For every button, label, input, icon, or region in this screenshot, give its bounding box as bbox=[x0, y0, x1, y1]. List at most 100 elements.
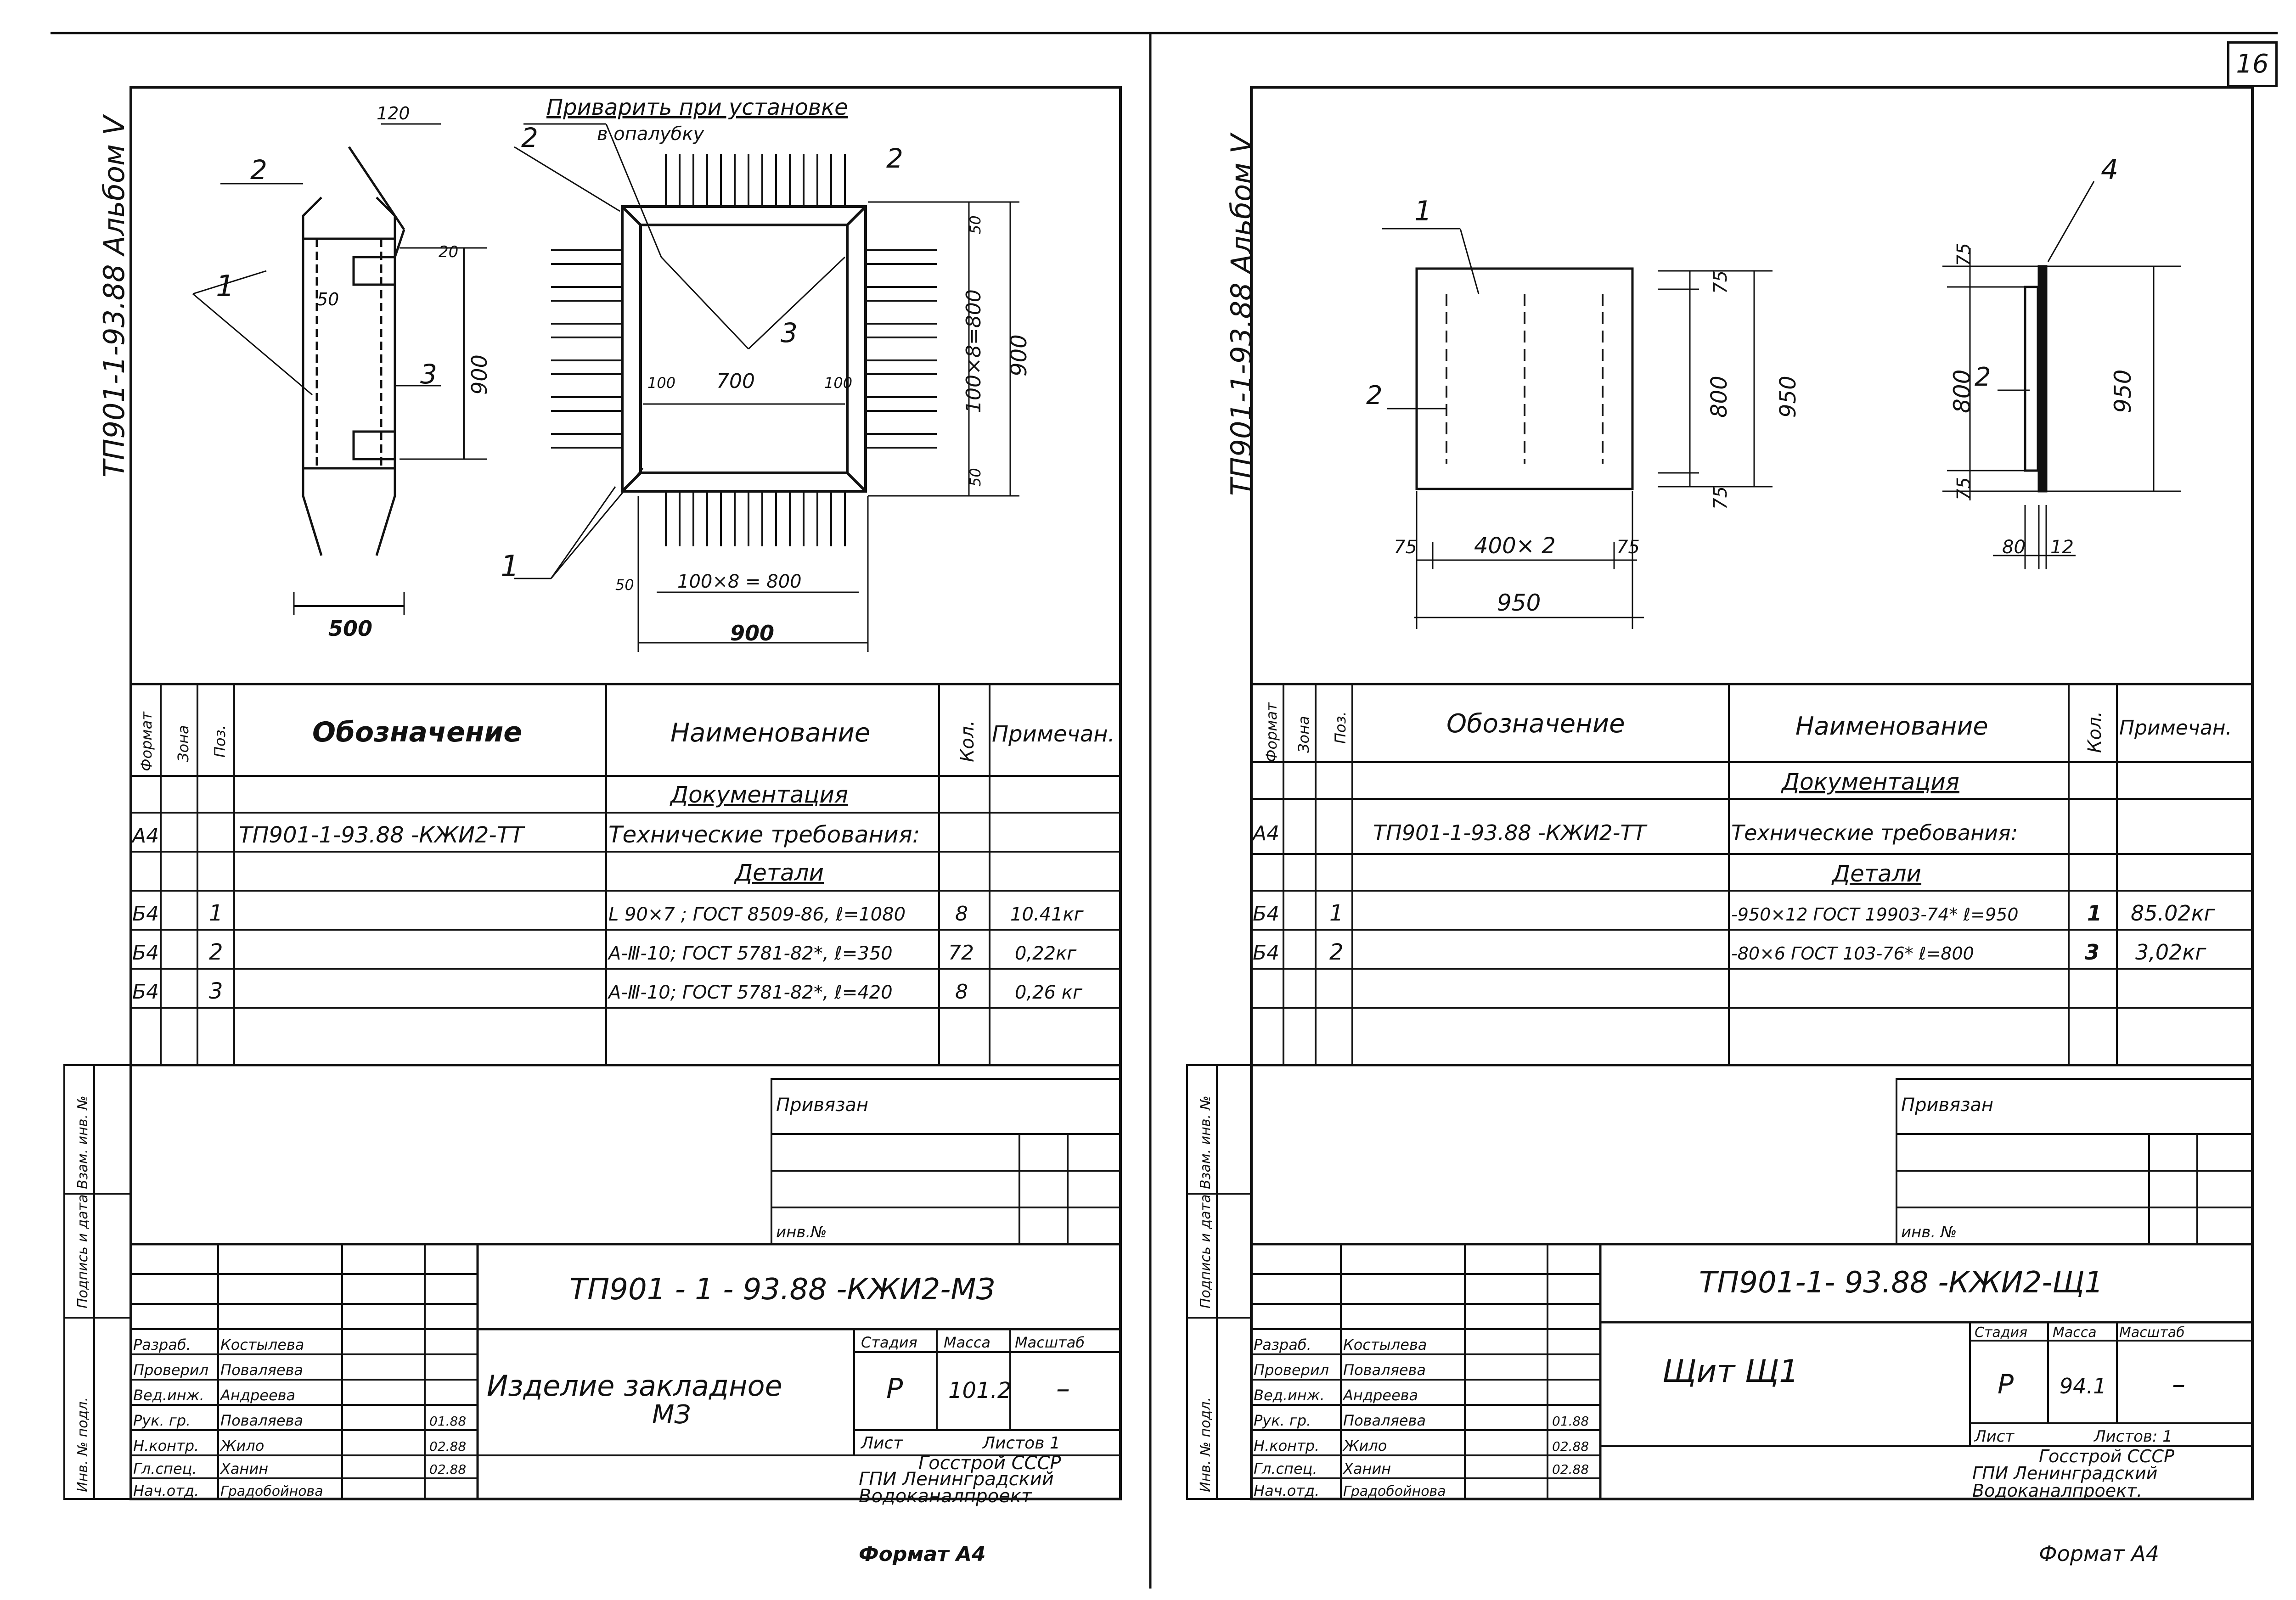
dim-text: 900 bbox=[1006, 334, 1032, 376]
dim-text: 20 bbox=[439, 243, 458, 261]
staff-role: Проверил bbox=[1254, 1361, 1329, 1379]
dim-text: 50 bbox=[317, 289, 339, 309]
leader-label: 2 bbox=[1366, 381, 1383, 410]
leader-label: 3 bbox=[781, 317, 798, 348]
leader-label: 2 bbox=[250, 154, 267, 185]
stamp-signature-date: Подпись и дата bbox=[1198, 1195, 1214, 1309]
spec-row-note: 0,26 кг bbox=[1015, 982, 1083, 1003]
leader-label: 2 bbox=[521, 122, 538, 153]
spec-row-designation: ТП901-1-93.88 -КЖИ2-ТТ bbox=[239, 822, 525, 848]
staff-date: 01.88 bbox=[429, 1414, 466, 1429]
right-side-view bbox=[1942, 181, 2181, 569]
staff-name: Жило bbox=[1342, 1437, 1387, 1454]
spec-row-name: Документация bbox=[670, 781, 848, 808]
leader-label: 1 bbox=[501, 550, 519, 584]
right-spec-rows: Документация А4 ТП901-1-93.88 -КЖИ2-ТТ Т… bbox=[1251, 769, 2215, 965]
right-staff: Разраб. Костылева Проверил Поваляева Вед… bbox=[1254, 1336, 1589, 1499]
title-code: ТП901-1- 93.88 -КЖИ2-Щ1 bbox=[1699, 1266, 2103, 1300]
spec-row-pos: 3 bbox=[209, 978, 223, 1004]
spec-row-format: Б4 bbox=[1253, 902, 1279, 926]
dim-text: 950 bbox=[2110, 370, 2136, 413]
left-staff: Разраб. Костылева Проверил Поваляева Вед… bbox=[133, 1336, 466, 1499]
format-label: Формат А4 bbox=[2039, 1541, 2159, 1566]
staff-role: Рук. гр. bbox=[1254, 1412, 1311, 1429]
dim-text: 900 bbox=[467, 354, 492, 395]
staff-role: Нач.отд. bbox=[1254, 1482, 1319, 1499]
spec-row-name: Документация bbox=[1781, 769, 1959, 795]
spec-row-name: Детали bbox=[734, 859, 824, 886]
sheet-label: Лист bbox=[860, 1434, 903, 1453]
stage-value: Р bbox=[886, 1373, 903, 1405]
dim-text: 75 bbox=[1616, 537, 1640, 558]
left-sheet bbox=[63, 86, 1122, 1500]
dim-text: 100×8=800 bbox=[962, 289, 985, 413]
staff-name: Костылева bbox=[220, 1336, 304, 1353]
spec-row-name: L 90×7 ; ГОСТ 8509-86, ℓ=1080 bbox=[608, 904, 906, 925]
dim-text: 75 bbox=[1394, 537, 1417, 558]
staff-role: Разраб. bbox=[1254, 1336, 1311, 1353]
spec-row-name: -950×12 ГОСТ 19903-74* ℓ=950 bbox=[1731, 904, 2019, 925]
col-name-header: Наименование bbox=[670, 718, 870, 748]
col-note-header: Примечан. bbox=[2119, 716, 2232, 740]
stage-label: Стадия bbox=[1975, 1325, 2027, 1341]
spec-row-name: А-Ⅲ-10; ГОСТ 5781-82*, ℓ=350 bbox=[607, 943, 893, 964]
col-designation-header: Обозначение bbox=[1446, 709, 1625, 739]
scale-value: – bbox=[2172, 1369, 2185, 1400]
left-side-view bbox=[192, 123, 487, 615]
inv-no-label: инв. № bbox=[1901, 1223, 1957, 1241]
dim-text: 800 bbox=[1949, 370, 1975, 413]
dim-text: 100 bbox=[647, 374, 675, 392]
dim-text: 500 bbox=[328, 616, 372, 641]
spec-row-format: Б4 bbox=[132, 902, 159, 926]
scale-label: Масштаб bbox=[1015, 1334, 1085, 1351]
left-spec-rows: Документация А4 ТП901-1-93.88 -КЖИ2-ТТ Т… bbox=[131, 781, 1084, 1004]
sheets-label: Листов: 1 bbox=[2093, 1427, 2172, 1446]
spec-row-format: А4 bbox=[1251, 822, 1279, 845]
staff-name: Ханин bbox=[1342, 1460, 1391, 1477]
left-note-line1: Приварить при установке bbox=[546, 95, 848, 120]
left-leaders: 1 2 2 3 3 2 1 bbox=[216, 122, 903, 584]
spec-row-name: Технические требования: bbox=[608, 821, 920, 848]
staff-name: Градобойнова bbox=[1343, 1483, 1446, 1499]
stage-value: Р bbox=[1998, 1369, 2014, 1400]
dim-text: 100×8 = 800 bbox=[677, 571, 802, 592]
staff-name: Андреева bbox=[1342, 1387, 1418, 1404]
col-note-header: Примечан. bbox=[992, 721, 1115, 747]
spec-row-name: -80×6 ГОСТ 103-76* ℓ=800 bbox=[1731, 943, 1974, 964]
col-qty-header: Кол. bbox=[2084, 711, 2105, 753]
inv-no-label: инв.№ bbox=[776, 1223, 827, 1241]
spec-row-designation: ТП901-1-93.88 -КЖИ2-ТТ bbox=[1373, 820, 1648, 845]
spec-row-note: 10.41кг bbox=[1010, 904, 1084, 925]
col-designation-header: Обозначение bbox=[312, 716, 522, 748]
left-album-label: ТП901-1-93.88 Альбом V bbox=[97, 114, 131, 477]
col-pos-header: Поз. bbox=[211, 725, 229, 758]
right-album-label: ТП901-1-93.88 Альбом V bbox=[1225, 132, 1258, 496]
spec-row-note: 0,22кг bbox=[1015, 943, 1077, 964]
left-note-line2: в опалубку bbox=[597, 124, 704, 145]
staff-name: Градобойнова bbox=[220, 1483, 323, 1499]
dim-text: 800 bbox=[1706, 376, 1732, 418]
staff-role: Вед.инж. bbox=[133, 1387, 204, 1404]
staff-date: 02.88 bbox=[1552, 1439, 1589, 1454]
col-pos-header: Поз. bbox=[1332, 711, 1349, 744]
col-format-header: Формат bbox=[138, 711, 155, 771]
left-privyazan-box bbox=[771, 1078, 1121, 1245]
privyazan-label: Привязан bbox=[1901, 1095, 1993, 1116]
mass-value: 94.1 bbox=[2060, 1374, 2106, 1398]
dim-text: 80 bbox=[2002, 537, 2026, 558]
dim-text: 50 bbox=[967, 215, 984, 234]
org-line1: Госстрой СССР bbox=[2039, 1446, 2174, 1466]
right-front-view bbox=[1382, 228, 1773, 629]
spec-row-qty: 8 bbox=[955, 980, 968, 1004]
stamp-vzam-inv: Взам. инв. № bbox=[1198, 1095, 1214, 1189]
dim-text: 75 bbox=[1710, 270, 1731, 294]
spec-row-format: А4 bbox=[131, 824, 159, 848]
org-line1: Госстрой СССР bbox=[918, 1453, 1061, 1474]
spec-row-qty: 3 bbox=[2085, 940, 2099, 965]
title-code: ТП901 - 1 - 93.88 -КЖИ2-МЗ bbox=[569, 1273, 995, 1307]
org-line3: Водоканалпроект bbox=[859, 1486, 1033, 1507]
right-privyazan-box bbox=[1896, 1078, 2253, 1245]
staff-date: 02.88 bbox=[429, 1462, 466, 1477]
spec-row-format: Б4 bbox=[1253, 941, 1279, 965]
spec-row-pos: 1 bbox=[1329, 900, 1344, 926]
